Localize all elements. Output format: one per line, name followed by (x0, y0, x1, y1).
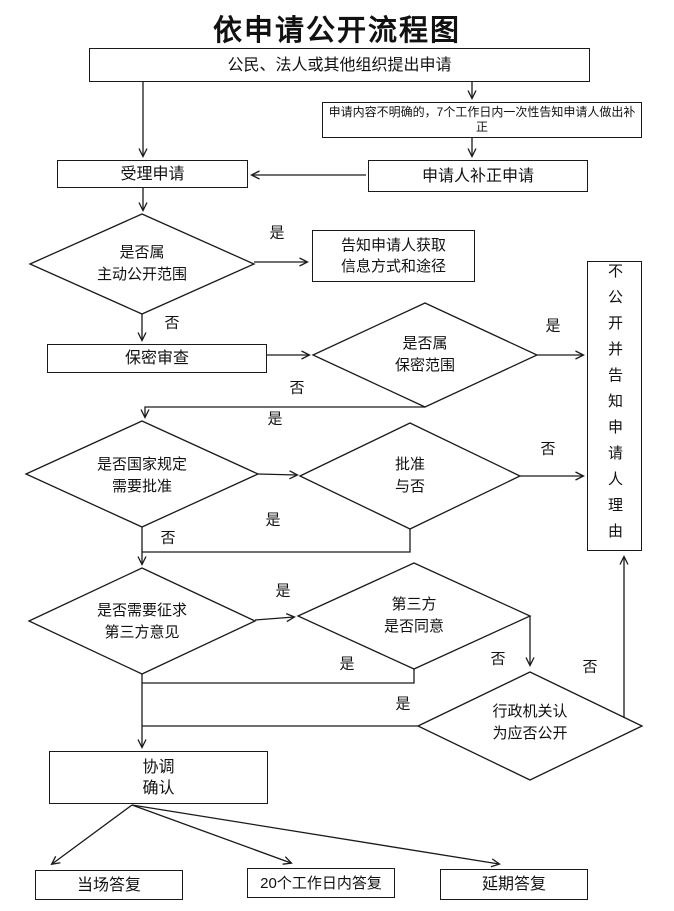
page-title: 依申请公开流程图 (212, 15, 461, 47)
node-accept: 受理申请 (57, 160, 248, 188)
node-supplement-label: 申请人补正申请 (421, 167, 534, 185)
edge-label-no-agree: 否 (490, 650, 506, 668)
decision-third-party-agree-line2: 是否同意 (383, 618, 444, 635)
decision-proactive-scope: 是否属 主动公开范围 (57, 242, 227, 286)
node-apply: 公民、法人或其他组织提出申请 (89, 48, 590, 82)
node-not-disclose: 不公开并告知申请人理由 (587, 261, 642, 551)
decision-third-party-consult-line1: 是否需要征求 (96, 602, 187, 619)
node-reply-onsite: 当场答复 (35, 870, 183, 900)
edge-label-no-agency: 否 (582, 658, 598, 676)
edge-label-no-proactive: 否 (164, 314, 180, 332)
edge-label-yes-proactive: 是 (269, 224, 285, 242)
decision-approval-required-line1: 是否国家规定 (96, 456, 187, 473)
decision-agency-line2: 为应否公开 (492, 725, 568, 742)
node-reply-20days: 20个工作日内答复 (247, 868, 395, 898)
edge-label-yes-consult: 是 (275, 582, 291, 600)
decision-secret-line1: 是否属 (402, 335, 448, 352)
node-reply-20days-label: 20个工作日内答复 (260, 874, 382, 892)
decision-agency-opinion-shape (416, 671, 644, 781)
edge-label-yes-secret: 是 (545, 317, 561, 335)
decision-approved-or-not: 批准 与否 (325, 454, 495, 498)
node-apply-label: 公民、法人或其他组织提出申请 (227, 56, 452, 74)
edge-label-yes-agency: 是 (395, 695, 411, 713)
node-reply-onsite-label: 当场答复 (76, 876, 141, 894)
decision-secret-line2: 保密范围 (394, 357, 455, 374)
decision-proactive-line2: 主动公开范围 (96, 266, 187, 283)
decision-third-party-consult-line2: 第三方意见 (104, 624, 180, 641)
node-coordinate-line2: 确认 (142, 779, 175, 797)
decision-agency-opinion: 行政机关认 为应否公开 (445, 701, 615, 745)
decision-third-party-consult-shape (27, 567, 257, 675)
node-inform-method: 告知申请人获取 信息方式和途径 (312, 230, 475, 282)
node-clarify-note-label: 申请内容不明确的，7个工作日内一次性告知申请人做出补正 (328, 105, 636, 134)
decision-approved-line2: 与否 (394, 478, 425, 495)
edge-label-yes-agree: 是 (339, 655, 355, 673)
decision-agency-line1: 行政机关认 (492, 703, 568, 720)
node-inform-line2: 信息方式和途径 (340, 258, 446, 275)
node-coordinate-line1: 协调 (142, 758, 175, 776)
decision-third-party-agree: 第三方 是否同意 (329, 594, 499, 638)
node-reply-delayed: 延期答复 (440, 869, 588, 900)
node-supplement: 申请人补正申请 (368, 160, 588, 192)
edge-label-yes-approval-required: 是 (267, 410, 283, 428)
node-reply-delayed-label: 延期答复 (481, 876, 546, 893)
node-not-disclose-label: 不公开并告知申请人理由 (606, 263, 623, 549)
node-accept-label: 受理申请 (120, 165, 185, 183)
node-secrecy-review: 保密审查 (47, 344, 267, 373)
edge-label-no-approved: 否 (540, 440, 556, 458)
node-secrecy-review-label: 保密审查 (124, 350, 189, 367)
decision-third-party-consult: 是否需要征求 第三方意见 (57, 600, 227, 644)
edge-label-no-approval-required: 否 (160, 529, 176, 547)
edge-label-no-secret: 否 (289, 379, 305, 397)
node-clarify-note: 申请内容不明确的，7个工作日内一次性告知申请人做出补正 (322, 102, 642, 138)
decision-approval-required: 是否国家规定 需要批准 (57, 454, 227, 498)
node-inform-line1: 告知申请人获取 (340, 237, 446, 254)
decision-approval-required-line2: 需要批准 (111, 478, 172, 495)
decision-proactive-scope-shape (28, 213, 256, 315)
decision-third-party-agree-line1: 第三方 (391, 596, 437, 613)
node-coordinate-confirm: 协调 确认 (49, 751, 268, 804)
decision-secret-scope: 是否属 保密范围 (340, 333, 510, 377)
decision-approved-line1: 批准 (394, 456, 425, 473)
decision-proactive-line1: 是否属 (119, 244, 165, 261)
edge-label-yes-approved: 是 (265, 511, 281, 529)
